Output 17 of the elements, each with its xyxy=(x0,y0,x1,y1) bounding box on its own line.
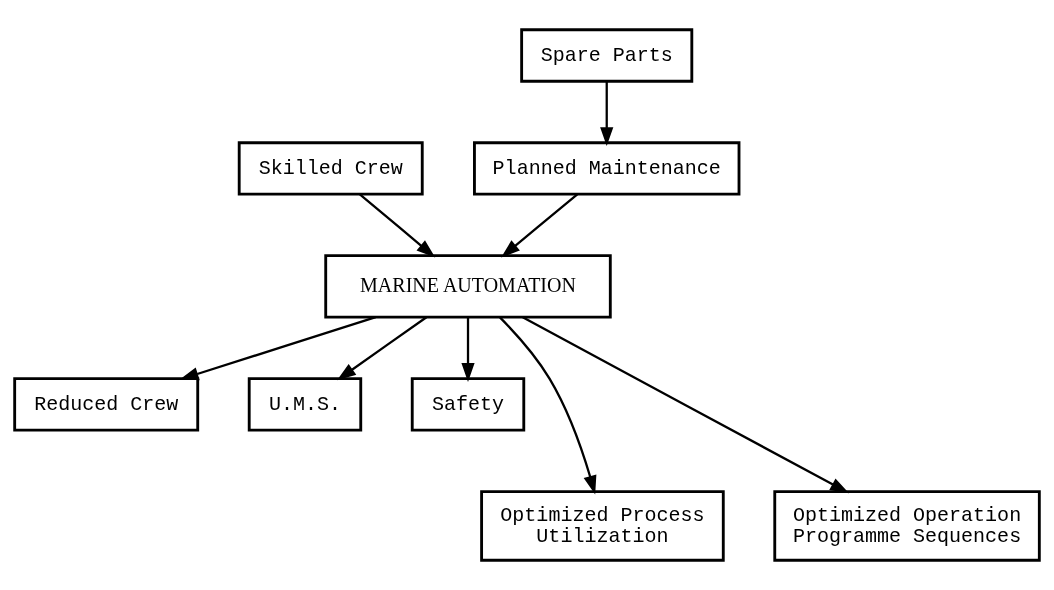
node-box: U.M.S. xyxy=(247,377,363,432)
arrow xyxy=(359,193,436,258)
arrow xyxy=(522,316,850,494)
node-box: Skilled Crew xyxy=(237,141,424,196)
arrow xyxy=(179,316,377,381)
arrow xyxy=(499,316,597,495)
node-box: MARINE AUTOMATION xyxy=(324,254,612,319)
arrow xyxy=(461,317,475,382)
arrow xyxy=(600,81,614,147)
arrow xyxy=(337,316,428,381)
node-box: Optimized Process Utilization xyxy=(480,490,725,562)
node-box: Spare Parts xyxy=(520,28,694,83)
node-box: Safety xyxy=(410,377,526,432)
node-box: Planned Maintenance xyxy=(473,141,741,196)
node-box: Optimized Operation Programme Sequences xyxy=(773,490,1041,562)
node-box: Reduced Crew xyxy=(13,377,200,432)
arrow xyxy=(501,193,579,258)
